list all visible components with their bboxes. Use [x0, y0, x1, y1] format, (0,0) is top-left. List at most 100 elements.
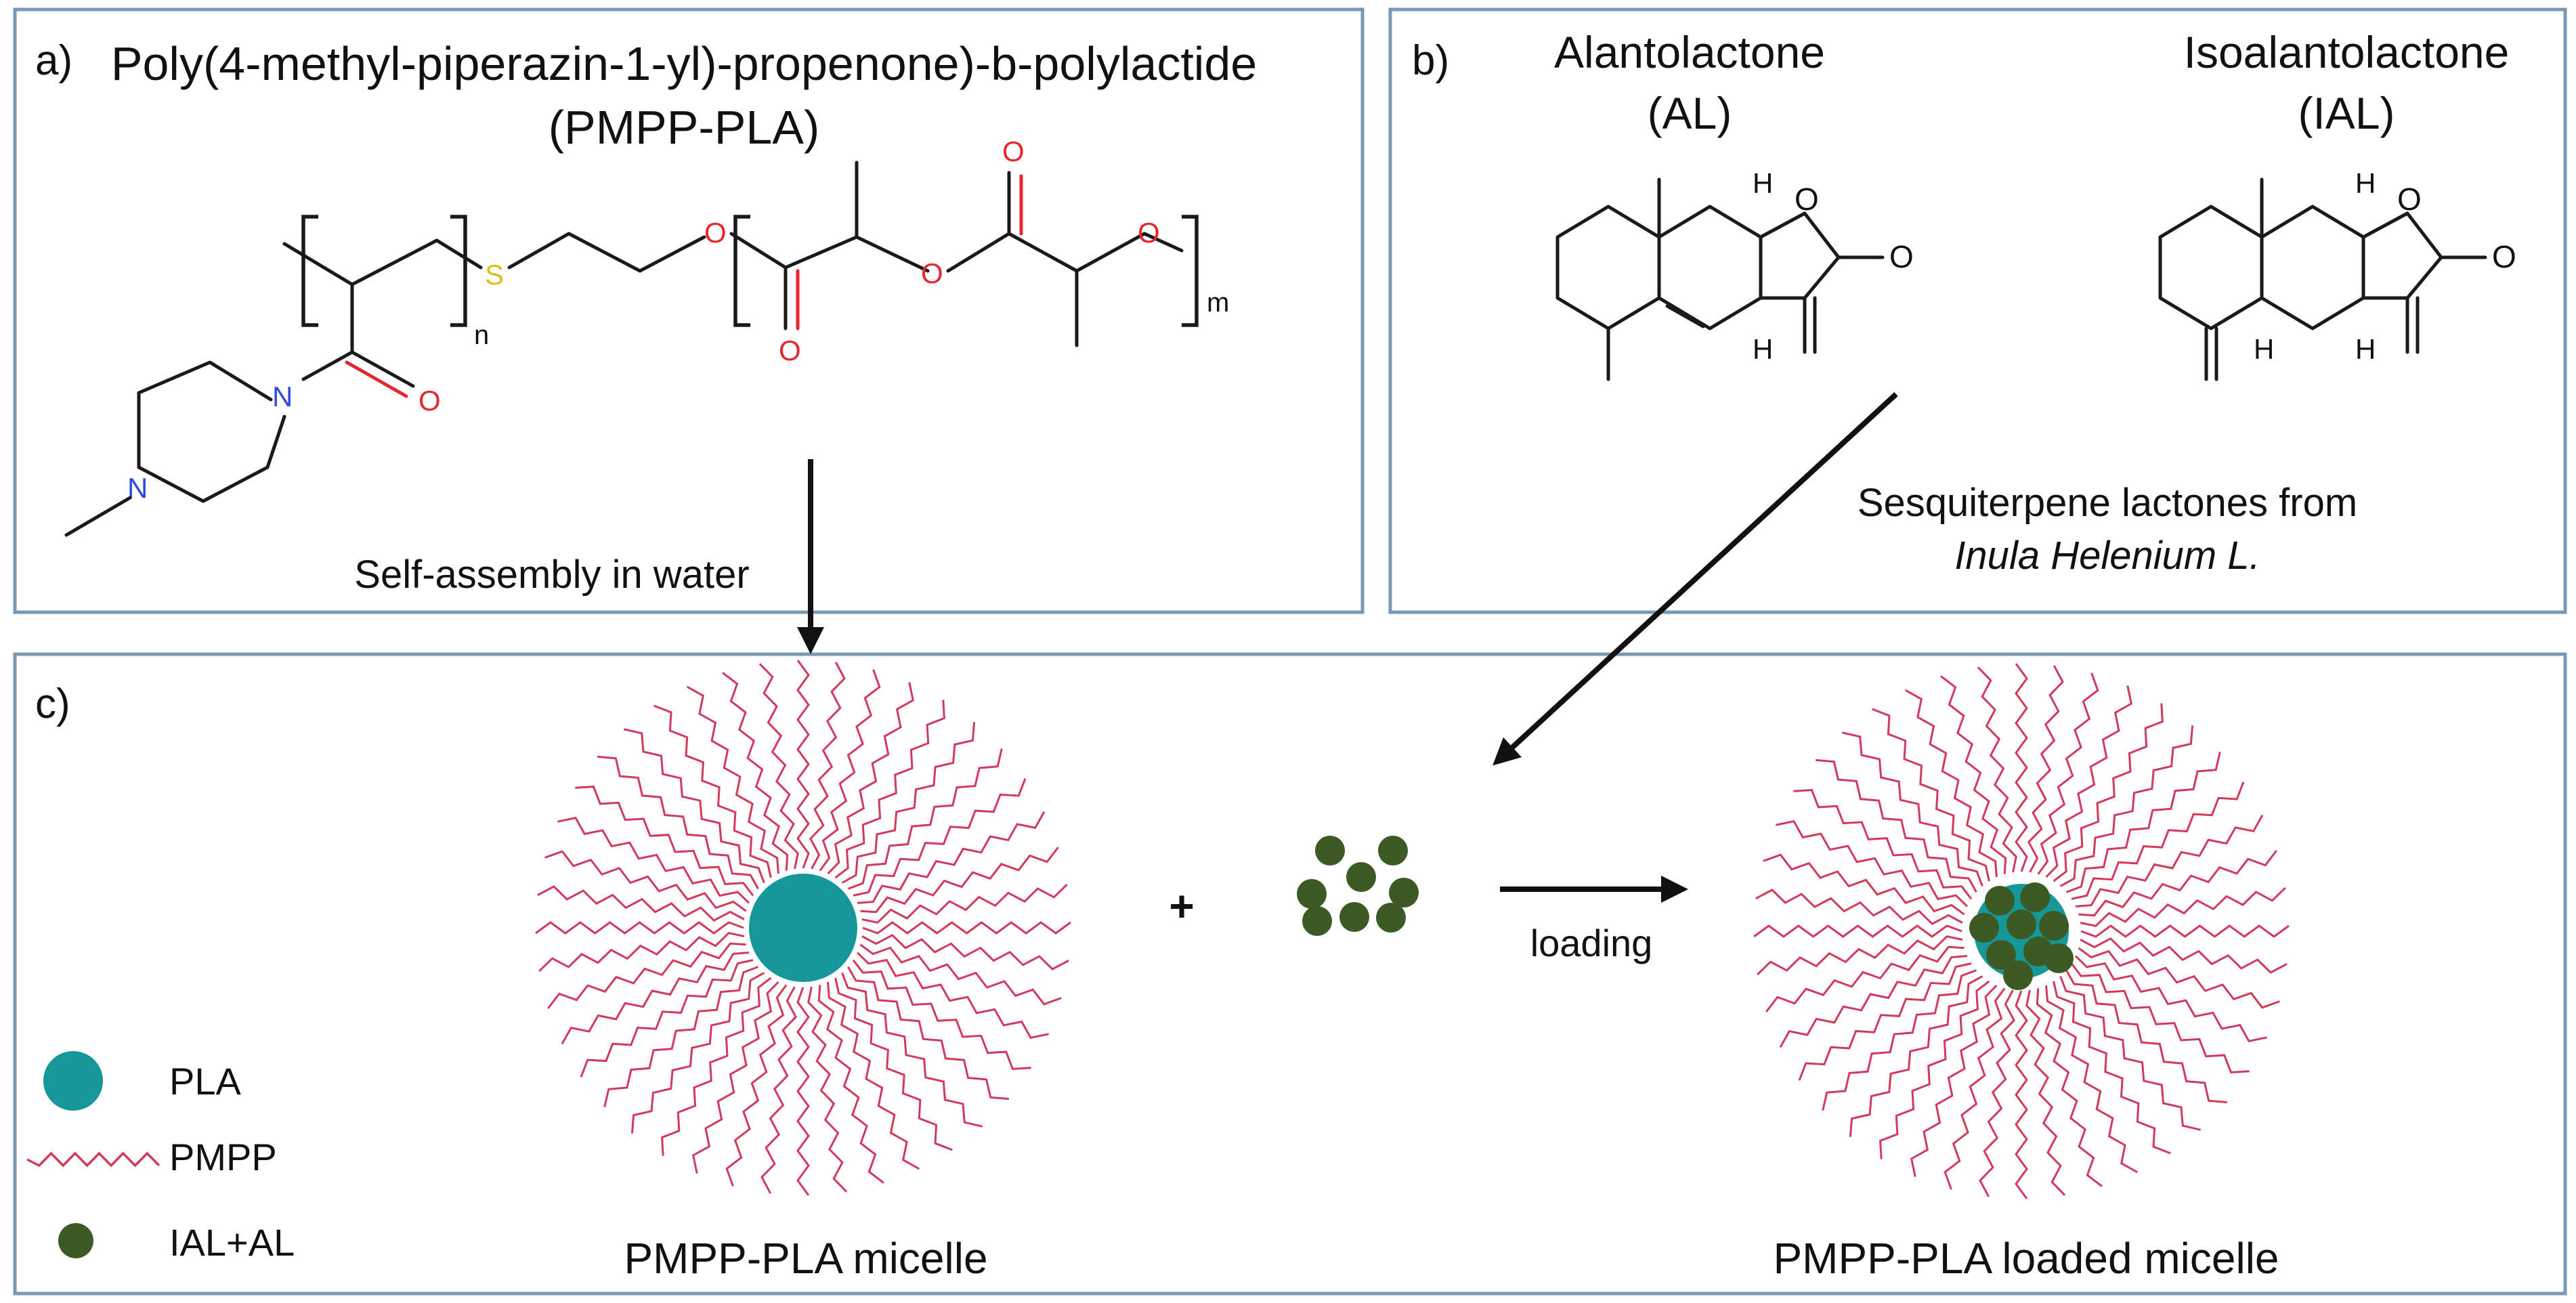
- pmpp-chain: [853, 778, 1027, 897]
- panel-a-title: Poly(4-methyl-piperazin-1-yl)-propenone)…: [111, 37, 1257, 90]
- pmpp-backbone-bond: [282, 238, 483, 286]
- panel-b: b) Alantolactone (AL) Isoalantolactone (…: [1412, 27, 2516, 578]
- pmpp-chain: [847, 966, 1009, 1101]
- panel-c-frame: [13, 652, 2567, 1296]
- sesquiterpene-note-line2: Inula Helenium L.: [1954, 534, 2260, 578]
- bracket-n-left: [301, 215, 318, 327]
- pmpp-chain: [725, 984, 788, 1187]
- pmpp-chain: [1822, 969, 1977, 1111]
- alantolactone-structure: O O H H: [1555, 167, 1914, 381]
- pmpp-chain: [2025, 989, 2066, 1196]
- alantolactone-name: Alantolactone: [1554, 27, 1825, 77]
- panel-b-label: b): [1412, 37, 1449, 84]
- panel-a: a) Poly(4-methyl-piperazin-1-yl)-propeno…: [35, 37, 1257, 597]
- pmpp-chain: [538, 932, 745, 973]
- isoalantolactone-name: Isoalantolactone: [2184, 27, 2510, 77]
- pmpp-chain: [817, 985, 884, 1184]
- pmpp-chain: [2059, 725, 2194, 887]
- pla-oxygen-carbonyl-2: O: [1002, 135, 1025, 167]
- piperazine-n1: N: [272, 381, 293, 412]
- pmpp-chain: [807, 986, 848, 1193]
- micelle-label: PMPP-PLA micelle: [624, 1234, 987, 1283]
- ester-oxygen-1: O: [704, 217, 727, 249]
- pmpp-chain: [557, 817, 750, 904]
- pmpp-chain: [847, 748, 1003, 890]
- ial-lactone-ring: [2361, 211, 2443, 300]
- pmpp-chain: [575, 786, 754, 897]
- pmpp-chain: [580, 959, 754, 1077]
- pmpp-chain: [809, 662, 846, 870]
- legend-drug-swatch: [58, 1223, 93, 1258]
- al-h-top: H: [1753, 167, 1773, 199]
- plus-sign: +: [1169, 882, 1194, 931]
- pmpp-chain: [2080, 924, 2290, 938]
- panel-a-label: a): [35, 37, 72, 84]
- pmpp-chain: [2080, 937, 2288, 974]
- pmpp-chain: [1940, 675, 2007, 874]
- piperazine-ring: [137, 360, 286, 503]
- pmpp-chain: [1904, 689, 1998, 878]
- ial-h-mid: H: [2254, 333, 2274, 365]
- pla-core: [749, 874, 857, 982]
- isoalantolactone-abbr: (IAL): [2298, 88, 2395, 138]
- bracket-m-right: [1182, 215, 1199, 327]
- pmpp-chain: [2070, 962, 2250, 1073]
- pmpp-chain: [1755, 889, 1963, 926]
- al-lactone-ring: [1759, 211, 1841, 300]
- loading-source-arrow: [1493, 392, 1898, 766]
- pmpp-chain: [1757, 935, 1963, 976]
- sesquiterpene-note-line1: Sesquiterpene lactones from: [1858, 481, 2357, 525]
- ial-carbonyl-o: O: [2492, 239, 2516, 274]
- drug-particle: [1315, 836, 1345, 866]
- pmpp-chain: [827, 981, 920, 1170]
- pmpp-chain: [861, 883, 1068, 924]
- legend: PLA PMPP IAL+AL: [26, 1051, 295, 1264]
- pmpp-chain: [2037, 672, 2099, 875]
- pmpp-chain: [544, 850, 747, 912]
- pmpp-chain: [2065, 969, 2227, 1104]
- pmpp-chain: [796, 987, 810, 1196]
- al-carbonyl-o: O: [1889, 239, 1914, 274]
- ial-ring-a: [2158, 205, 2264, 330]
- pmpp-chain: [2059, 975, 2202, 1131]
- amide-oxygen: O: [418, 385, 441, 416]
- pmpp-chain: [834, 700, 945, 879]
- pmpp-chain: [1879, 980, 1990, 1159]
- alantolactone-abbr: (AL): [1648, 88, 1732, 138]
- pmpp-chain: [1798, 962, 1972, 1081]
- pmpp-chain: [760, 986, 798, 1194]
- pmpp-chain: [630, 972, 765, 1134]
- drug-particle: [1302, 906, 1332, 936]
- pmpp-chain: [857, 811, 1046, 904]
- pmpp-chain: [623, 728, 765, 884]
- self-assembly-note: Self-assembly in water: [354, 553, 749, 597]
- pmpp-chain: [2045, 685, 2132, 878]
- pmpp-chain: [841, 972, 983, 1128]
- pmpp-chain: [2074, 955, 2267, 1042]
- pmpp-chain: [692, 981, 779, 1174]
- pmpp-chain: [2053, 703, 2164, 882]
- pmpp-chain: [861, 933, 1069, 970]
- pmpp-chain: [2071, 782, 2245, 900]
- drug-particle: [1346, 862, 1376, 892]
- ial-ring-o: O: [2397, 181, 2422, 217]
- subscript-m: m: [1207, 288, 1229, 318]
- drug-particle: [1297, 879, 1327, 909]
- pmpp-chain: [597, 755, 759, 890]
- thioether-linker: [507, 232, 706, 273]
- drug-particle: [1376, 903, 1406, 933]
- drug-particle: [2003, 960, 2033, 990]
- pmpp-pla-loaded-micelle: [1753, 663, 2290, 1199]
- pmpp-chain: [722, 672, 789, 871]
- pmpp-chain: [856, 952, 1049, 1039]
- pmpp-chain: [537, 885, 745, 922]
- pmpp-chain: [1816, 759, 1977, 893]
- pmpp-chain: [653, 704, 772, 878]
- bracket-n-right: [450, 215, 467, 327]
- panel-b-frame: [1388, 7, 2567, 614]
- pmpp-chain: [819, 669, 881, 872]
- pmpp-chain: [2045, 985, 2139, 1174]
- pmpp-chain: [1763, 853, 1965, 916]
- isoalantolactone-structure: O O H H H: [2158, 167, 2516, 381]
- carbonyl-bond-a: [350, 350, 415, 388]
